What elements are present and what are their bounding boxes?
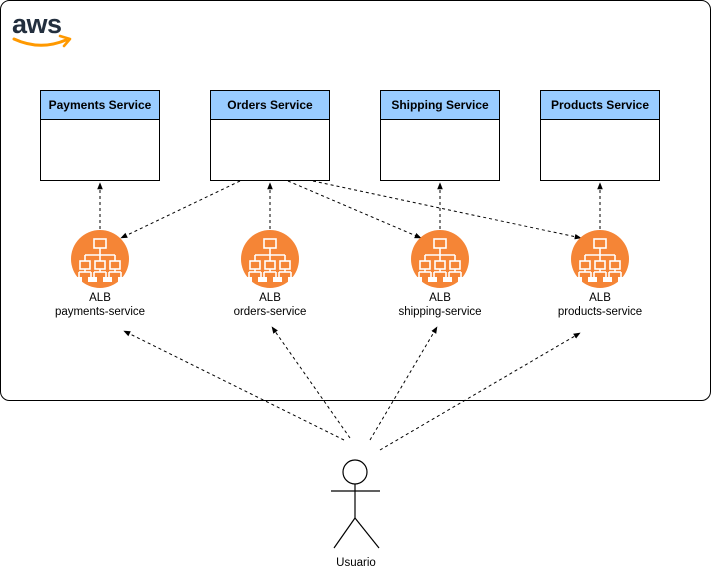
alb-products-icon [570, 229, 630, 289]
alb-shipping-service: ALB shipping-service [398, 229, 482, 318]
alb-products-type: ALB [589, 292, 611, 304]
alb-payments-icon [70, 229, 130, 289]
service-header-products [540, 90, 660, 120]
service-box-products: Products Service [540, 90, 660, 181]
connector-user-to-alb-shipping [369, 326, 438, 441]
connector-orders-to-alb-products [312, 180, 582, 240]
alb-orders-type: ALB [259, 292, 281, 304]
alb-shipping-name: shipping-service [398, 306, 481, 318]
alb-orders-name: orders-service [234, 306, 307, 318]
service-box-payments: Payments Service [40, 90, 160, 181]
service-title-orders: Orders Service [227, 98, 313, 112]
service-header-shipping [380, 90, 500, 120]
alb-payments-service: ALB payments-service [55, 229, 145, 318]
alb-orders-service: ALB orders-service [234, 229, 307, 318]
alb-orders-icon [240, 229, 300, 289]
connector-user-to-alb-payments [123, 330, 345, 441]
user-actor [331, 459, 380, 549]
aws-logo: aws [12, 9, 72, 48]
aws-cloud-container [0, 0, 711, 401]
connectors [97, 180, 603, 451]
alb-shipping-icon [410, 229, 470, 289]
alb-products-service: ALB products-service [558, 229, 642, 318]
alb-shipping-type: ALB [429, 292, 451, 304]
service-title-products: Products Service [551, 98, 649, 112]
service-header-orders [210, 90, 330, 120]
user-actor-label: Usuario [336, 557, 376, 569]
alb-products-name: products-service [558, 306, 642, 318]
service-title-payments: Payments Service [49, 98, 152, 112]
service-box-shipping: Shipping Service [380, 90, 500, 181]
aws-smile-icon [12, 37, 68, 47]
connector-user-to-alb-orders [271, 326, 351, 439]
service-title-shipping: Shipping Service [391, 98, 489, 112]
connector-orders-to-alb-shipping [287, 180, 422, 239]
alb-payments-type: ALB [89, 292, 111, 304]
service-header-payments [40, 90, 160, 120]
service-box-orders: Orders Service [210, 90, 330, 181]
connector-user-to-alb-products [379, 332, 581, 451]
connector-orders-to-alb-payments [120, 180, 241, 239]
user-actor-head [342, 459, 368, 485]
aws-logo-text: aws [12, 9, 62, 39]
alb-payments-name: payments-service [55, 306, 145, 318]
